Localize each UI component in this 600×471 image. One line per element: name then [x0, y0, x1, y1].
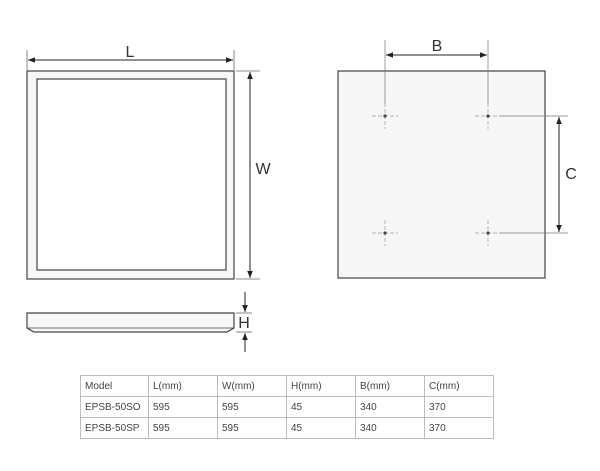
header-height: H(mm)	[286, 375, 356, 397]
header-c: C(mm)	[424, 375, 494, 397]
width-label: W	[255, 161, 271, 178]
panel-side-profile	[26, 312, 235, 333]
cell-model: EPSB-50SP	[80, 417, 149, 439]
side-view: H	[26, 292, 252, 352]
cell-length: 595	[148, 396, 218, 418]
table-row: EPSB-50SP 595 595 45 340 370	[80, 417, 494, 439]
cell-length: 595	[148, 417, 218, 439]
header-model: Model	[80, 375, 149, 397]
mount-point-top-left	[372, 103, 398, 129]
table-header-row: Model L(mm) W(mm) H(mm) B(mm) C(mm)	[80, 375, 494, 397]
cell-width: 595	[217, 417, 287, 439]
mount-point-top-right	[475, 103, 501, 129]
cell-height: 45	[286, 396, 356, 418]
header-width: W(mm)	[217, 375, 287, 397]
mount-point-bottom-left	[372, 220, 398, 246]
cell-model: EPSB-50SO	[80, 396, 149, 418]
height-label: H	[238, 315, 250, 332]
cell-b: 340	[355, 417, 425, 439]
table-row: EPSB-50SO 595 595 45 340 370	[80, 396, 494, 418]
cell-height: 45	[286, 417, 356, 439]
mount-point-bottom-right	[475, 220, 501, 246]
cell-c: 370	[424, 396, 494, 418]
panel-back	[337, 70, 546, 279]
header-b: B(mm)	[355, 375, 425, 397]
header-length: L(mm)	[148, 375, 218, 397]
spec-table: Model L(mm) W(mm) H(mm) B(mm) C(mm) EPSB…	[80, 375, 494, 439]
back-view: B C	[337, 38, 577, 279]
panel-inner-frame	[36, 78, 227, 271]
b-label: B	[432, 38, 443, 55]
front-view: L W	[26, 44, 271, 280]
c-label: C	[565, 166, 577, 183]
cell-width: 595	[217, 396, 287, 418]
length-label: L	[126, 44, 135, 61]
cell-b: 340	[355, 396, 425, 418]
cell-c: 370	[424, 417, 494, 439]
